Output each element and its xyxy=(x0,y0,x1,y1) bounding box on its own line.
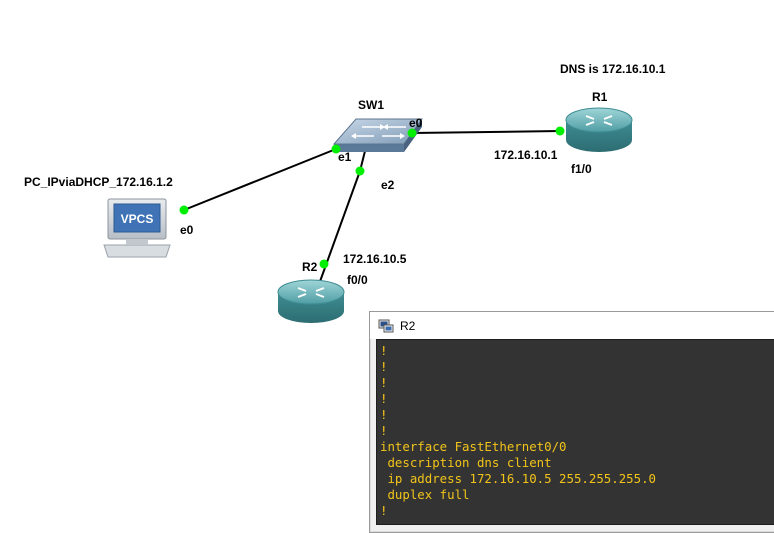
terminal-line: ip address 172.16.10.5 255.255.255.0 xyxy=(380,471,657,486)
terminal-line: duplex full xyxy=(380,487,470,502)
pc-port-label: e0 xyxy=(180,223,194,237)
link-sw1-r1[interactable] xyxy=(411,130,561,134)
link-sw1-r2[interactable] xyxy=(317,170,361,288)
terminal-line: ! xyxy=(380,407,388,422)
terminal-icon xyxy=(378,319,394,332)
pc-icon-text: VPCS xyxy=(121,212,154,226)
link-pc-sw1[interactable] xyxy=(183,148,337,211)
terminal-output[interactable]: !!!!!!interface FastEthernet0/0 descript… xyxy=(376,339,774,525)
terminal-line: ! xyxy=(380,375,388,390)
terminal-line: ! xyxy=(380,391,388,406)
r2-ip-label: 172.16.10.5 xyxy=(343,252,407,266)
switch-sw1[interactable] xyxy=(332,118,423,152)
r2-label: R2 xyxy=(302,260,318,274)
terminal-line: ! xyxy=(380,423,388,438)
r1-port-label: f1/0 xyxy=(571,162,592,176)
status-dot-r1-f1-0 xyxy=(555,126,565,136)
status-dot-sw1-e0 xyxy=(407,128,417,138)
terminal-line: ! xyxy=(380,343,388,358)
sw1-port-e1: e1 xyxy=(338,150,352,164)
console-title: R2 xyxy=(400,318,416,333)
pc-vpcs[interactable] xyxy=(103,198,171,258)
status-dot-sw1-e2 xyxy=(355,166,365,176)
terminal-line: ! xyxy=(380,359,388,374)
sw1-label: SW1 xyxy=(358,98,385,112)
status-dot-sw1-e1 xyxy=(331,144,341,154)
console-titlebar[interactable]: R2 xyxy=(370,312,774,339)
terminal-line: interface FastEthernet0/0 xyxy=(380,439,567,454)
pc-label: PC_IPviaDHCP_172.16.1.2 xyxy=(24,175,173,189)
router-r1[interactable] xyxy=(565,107,633,152)
status-dot-pc-e0 xyxy=(179,205,189,215)
sw1-port-e0: e0 xyxy=(409,116,423,130)
r2-port-label: f0/0 xyxy=(347,273,368,287)
r1-ip-label: 172.16.10.1 xyxy=(494,148,558,162)
console-window-r2[interactable]: R2 !!!!!!interface FastEthernet0/0 descr… xyxy=(369,311,774,533)
terminal-line: ! xyxy=(380,503,388,518)
router-r2[interactable] xyxy=(277,279,345,323)
sw1-port-e2: e2 xyxy=(381,178,395,192)
dns-note: DNS is 172.16.10.1 xyxy=(560,62,666,76)
status-dot-r2-f0-0 xyxy=(319,259,329,269)
terminal-line: description dns client xyxy=(380,455,552,470)
r1-label: R1 xyxy=(592,90,608,104)
